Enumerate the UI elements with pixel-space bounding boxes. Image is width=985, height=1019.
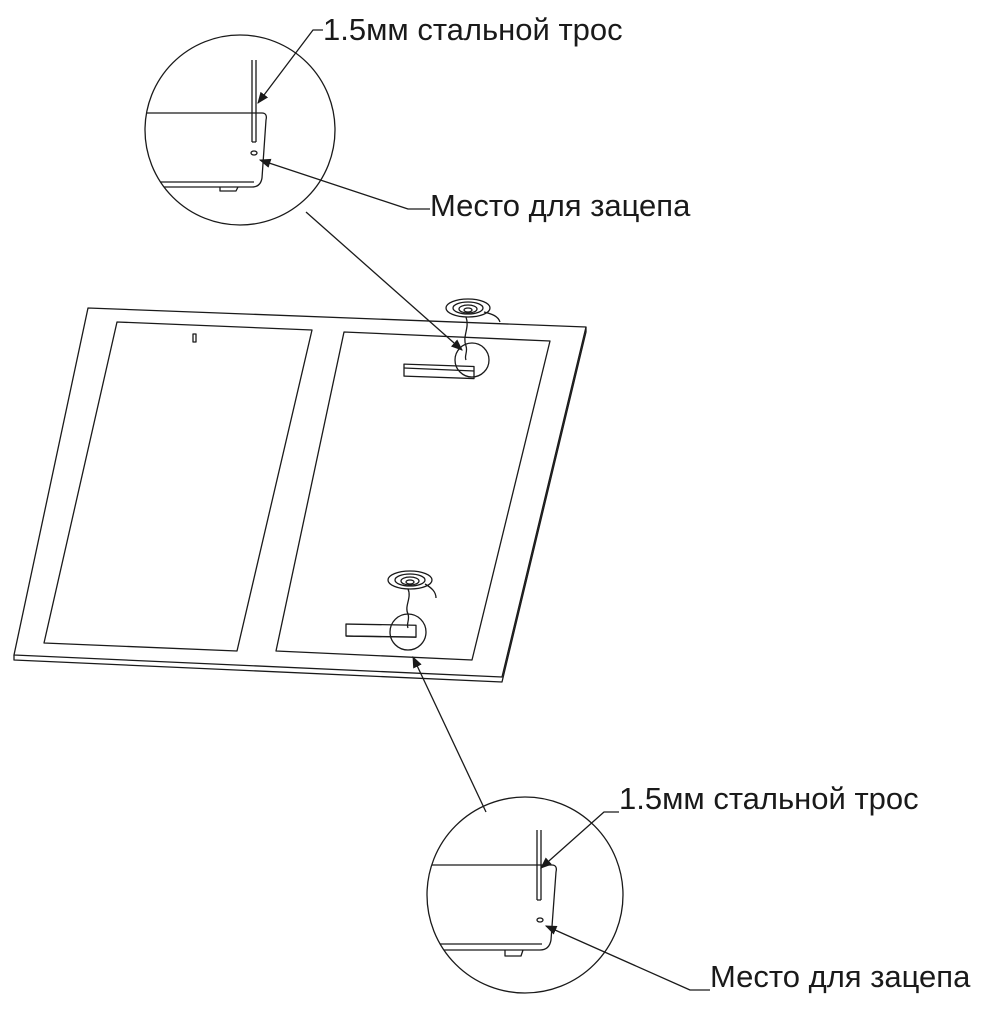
top-cable-leader [257, 29, 323, 104]
right-inset-frame [275, 331, 551, 661]
lower-hook-plate [345, 623, 417, 638]
top-cable-label: 1.5мм стальной трос [323, 12, 623, 47]
bottom-detail-view [426, 796, 624, 994]
upper-detail-circle [454, 342, 490, 378]
panel-outline [13, 307, 587, 678]
top-detail-view [144, 34, 336, 226]
upper-cable-coil [445, 298, 491, 318]
bottom-hook-leader [544, 925, 710, 991]
top-hook-point-label: Место для зацепа [430, 188, 691, 223]
lower-detail-circle [389, 613, 427, 651]
bottom-cable-leader [540, 811, 619, 869]
upper-hook-plate [403, 363, 475, 380]
top-hook-leader [258, 158, 430, 210]
lower-cable-coil [387, 570, 433, 590]
bottom-hook-point-label: Место для зацепа [710, 959, 971, 994]
upper-hook-assembly [403, 298, 501, 380]
panel-thickness-edge [13, 327, 587, 683]
top-connector-line [305, 211, 463, 351]
bottom-connector-line [412, 655, 487, 813]
lower-hook-assembly [345, 570, 437, 651]
small-slot-mark [192, 333, 197, 343]
bottom-cable-label: 1.5мм стальной трос [619, 781, 919, 816]
left-inset-frame [43, 321, 313, 652]
mirror-panel [13, 307, 587, 683]
